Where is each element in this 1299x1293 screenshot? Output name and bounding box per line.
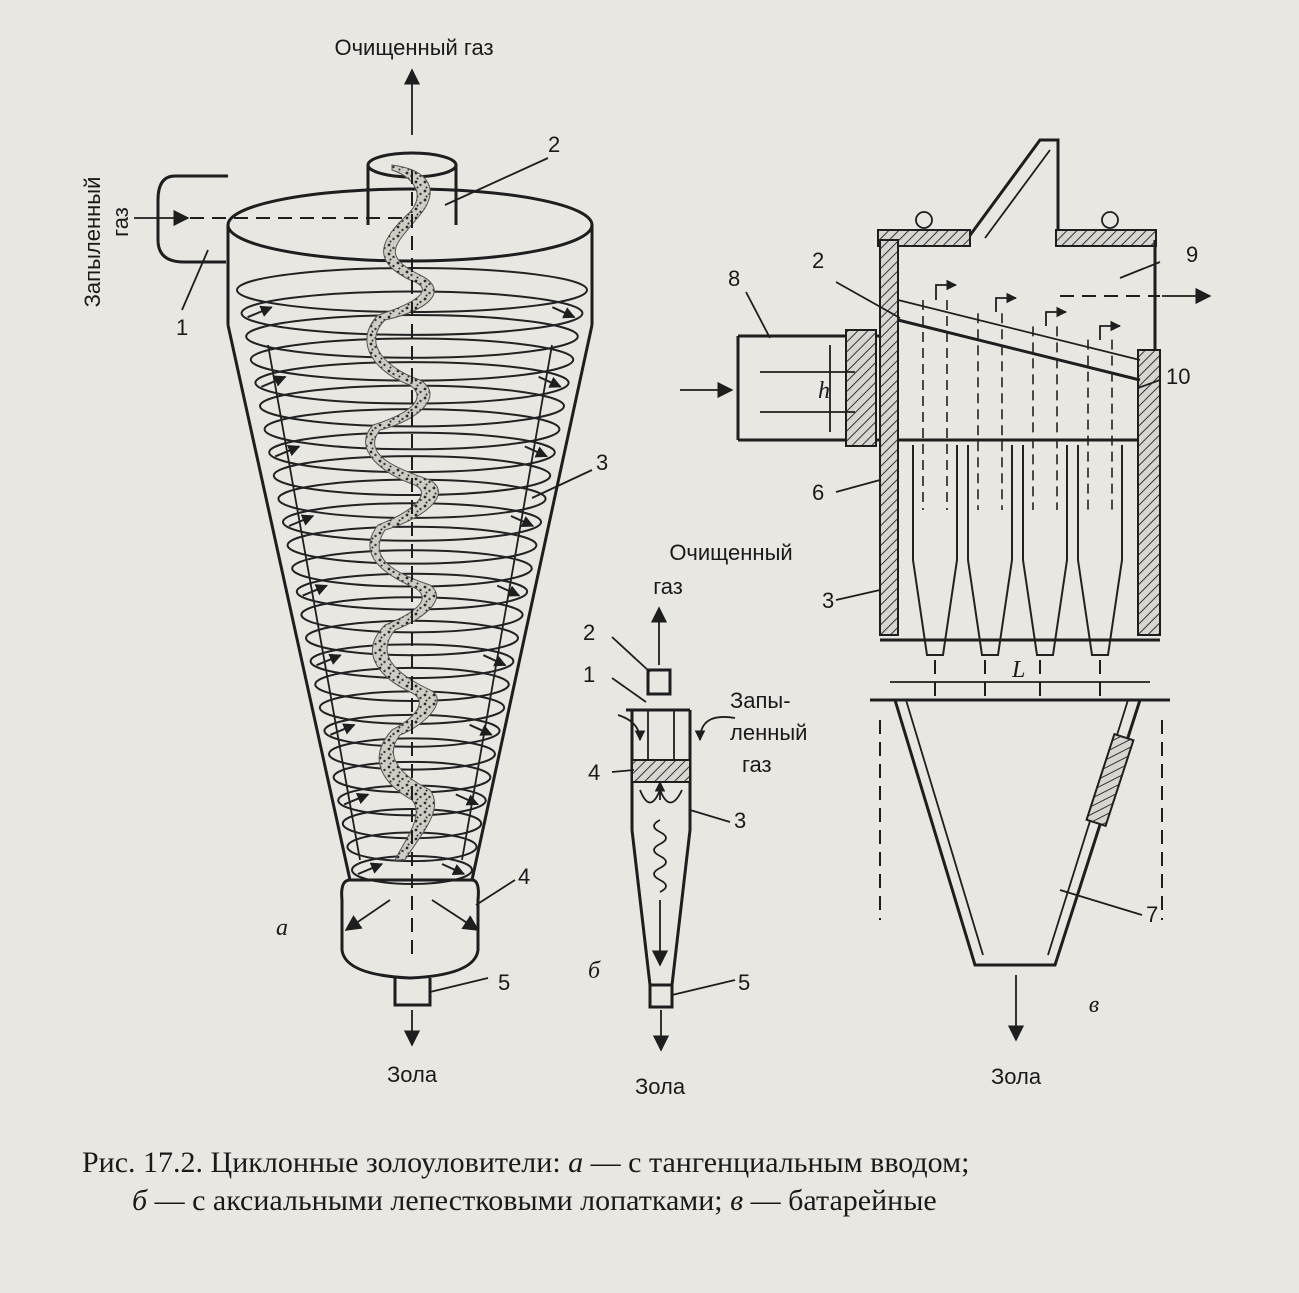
letter-c: в xyxy=(1089,992,1099,1018)
bunker-a xyxy=(340,878,480,980)
swirl-arrow xyxy=(343,793,370,806)
vanes-b xyxy=(631,759,691,783)
caption-b: б xyxy=(132,1184,148,1217)
number-6-c: 6 xyxy=(812,480,824,505)
label-ash-c: Зола xyxy=(991,1064,1042,1089)
tube-plate-c xyxy=(897,318,1141,382)
number-2-c: 2 xyxy=(812,248,824,273)
number-3-a: 3 xyxy=(596,450,608,475)
caption-line-2: б — с аксиальными лепестковыми лопатками… xyxy=(132,1184,937,1217)
swirl-arrow xyxy=(538,375,562,388)
number-5-b: 5 xyxy=(738,970,750,995)
swirl-arrow xyxy=(247,305,273,319)
number-10-c: 10 xyxy=(1166,364,1190,389)
ash-outlet-a xyxy=(393,978,432,1007)
dim-L: L xyxy=(1011,657,1025,683)
label-clean-gas-b-2: газ xyxy=(653,574,683,599)
swirl-arrow xyxy=(482,654,507,667)
swirl-arrow xyxy=(441,863,466,875)
cyclone-element-pipe xyxy=(977,313,1003,510)
swirl-arrow xyxy=(330,723,356,736)
number-4-a: 4 xyxy=(518,864,530,889)
cyclone-a xyxy=(134,68,594,1047)
caption-c-text: — батарейные xyxy=(743,1184,937,1217)
label-clean-gas-b-1: Очищенный xyxy=(669,540,792,565)
cyclone-b xyxy=(611,606,736,1052)
cyclone-elements-c xyxy=(912,300,1123,656)
dust-vortex-a xyxy=(365,164,439,861)
label-dusty-gas-b-3: газ xyxy=(742,752,772,777)
cyclone-element-pipe xyxy=(1032,326,1058,510)
cyclone-element xyxy=(912,445,958,656)
number-1-b: 1 xyxy=(583,662,595,687)
caption-c: в xyxy=(730,1184,743,1217)
cyclone-element-pipe xyxy=(922,300,948,510)
number-1-a: 1 xyxy=(176,315,188,340)
swirl-arrow xyxy=(524,445,548,458)
swirl-arrow xyxy=(302,584,328,597)
swirl-arrow xyxy=(274,445,301,458)
right-wall-c xyxy=(1137,349,1161,636)
caption-b-text: — с аксиальными лепестковыми лопатками; xyxy=(147,1184,730,1217)
cyclone-element xyxy=(1077,445,1123,656)
number-3-b: 3 xyxy=(734,808,746,833)
label-dusty-gas-a-1: Запыленный xyxy=(80,177,105,308)
swirl-arrow xyxy=(455,793,479,806)
number-2-b: 2 xyxy=(583,620,595,645)
cyclone-element xyxy=(1022,445,1068,656)
inlet-pipe-a xyxy=(156,174,228,264)
roof-chute-c xyxy=(966,138,1060,239)
label-ash-b: Зола xyxy=(635,1074,686,1099)
swirl-arrow xyxy=(496,584,521,597)
caption-line-1: Рис. 17.2. Циклонные золоуловители: а — … xyxy=(82,1146,969,1179)
letter-a: а xyxy=(276,915,288,941)
letter-b: б xyxy=(588,958,601,984)
number-8-c: 8 xyxy=(728,266,740,291)
swirl-arrow xyxy=(551,306,576,319)
number-4-b: 4 xyxy=(588,760,600,785)
left-wall-c xyxy=(879,239,899,636)
label-dusty-gas-b-1: Запы- xyxy=(730,688,791,713)
swirl-arrow xyxy=(261,375,287,388)
cyclone-element xyxy=(967,445,1013,656)
cone-a xyxy=(226,324,594,881)
battery-cyclone-c xyxy=(680,138,1212,1042)
label-dusty-gas-a-2: газ xyxy=(108,207,133,237)
swirl-arrow xyxy=(469,723,493,736)
swirl-arrow xyxy=(288,514,315,527)
number-5-a: 5 xyxy=(498,970,510,995)
body-b xyxy=(626,708,692,987)
swirl-arrow xyxy=(357,862,384,875)
number-9-c: 9 xyxy=(1186,242,1198,267)
number-7-c: 7 xyxy=(1146,902,1158,927)
caption-a: а xyxy=(568,1146,583,1179)
swirl-arrow xyxy=(510,515,535,527)
label-clean-gas-a: Очищенный газ xyxy=(334,35,493,60)
cyclone-element-pipe xyxy=(1087,339,1113,510)
caption-prefix: Рис. 17.2. Циклонные золоуловители: xyxy=(82,1146,568,1179)
label-ash-a: Зола xyxy=(387,1062,438,1087)
swirl-ring xyxy=(268,431,556,474)
number-3-c: 3 xyxy=(822,588,834,613)
caption-a-text: — с тангенциальным вводом; xyxy=(583,1146,969,1179)
swirl-arrow xyxy=(316,653,342,667)
label-dusty-gas-b-2: ленный xyxy=(730,720,807,745)
hopper-c xyxy=(893,699,1142,967)
outlet-b xyxy=(646,668,672,696)
number-2-a: 2 xyxy=(548,132,560,157)
dim-h: h xyxy=(818,378,830,404)
